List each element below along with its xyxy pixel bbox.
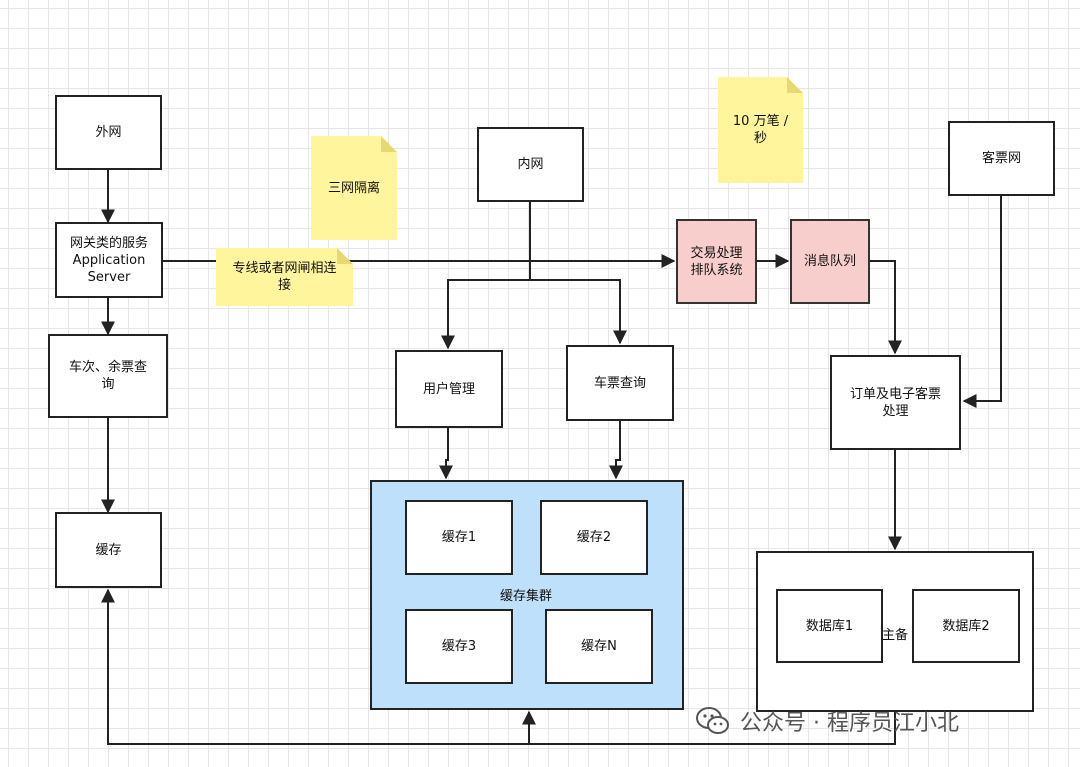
arrow-internal-to-ticket-query: [530, 279, 627, 345]
arrow-mq-to-order: [870, 260, 902, 355]
order-process-node: 订单及电子客票 处理: [830, 355, 961, 450]
cache2-node: 缓存2: [540, 500, 648, 575]
cache1-node: 缓存1: [405, 500, 513, 575]
ticket-query-node: 车票查询: [566, 345, 674, 421]
wechat-icon: [696, 707, 729, 734]
train-query-node: 车次、余票查 询: [48, 334, 168, 418]
gateway-server-node: 网关类的服务 Application Server: [55, 222, 163, 298]
arrow-customer-net-to-order: [962, 196, 1002, 408]
customer-net-node: 客票网: [948, 121, 1055, 196]
watermark-text: 公众号 · 程序员江小北: [740, 711, 959, 736]
external-net-node: 外网: [55, 95, 162, 170]
arrow-ticket-query-to-cluster: [609, 421, 623, 480]
watermark: 公众号 · 程序员江小北: [696, 705, 959, 737]
cache-cluster-label: 缓存集群: [500, 589, 553, 604]
message-queue-node: 消息队列: [790, 219, 870, 304]
arrow-internal-to-user-mgmt: [441, 202, 531, 350]
three-net-isolation-note: 三网隔离: [311, 136, 397, 240]
internal-net-node: 内网: [477, 127, 584, 202]
arrow-user-mgmt-to-cluster: [439, 428, 453, 480]
left-cache-node: 缓存: [55, 512, 162, 588]
master-backup-label: 主备: [882, 628, 909, 643]
db2-node: 数据库2: [912, 589, 1020, 663]
trade-queue-node: 交易处理 排队系统: [676, 219, 757, 304]
db1-node: 数据库1: [776, 589, 883, 663]
cacheN-node: 缓存N: [545, 609, 653, 684]
leased-line-note: 专线或者网闸相连 接: [216, 248, 353, 306]
throughput-note: 10 万笔 / 秒: [718, 77, 803, 183]
user-management-node: 用户管理: [395, 350, 503, 428]
cache3-node: 缓存3: [405, 609, 513, 684]
